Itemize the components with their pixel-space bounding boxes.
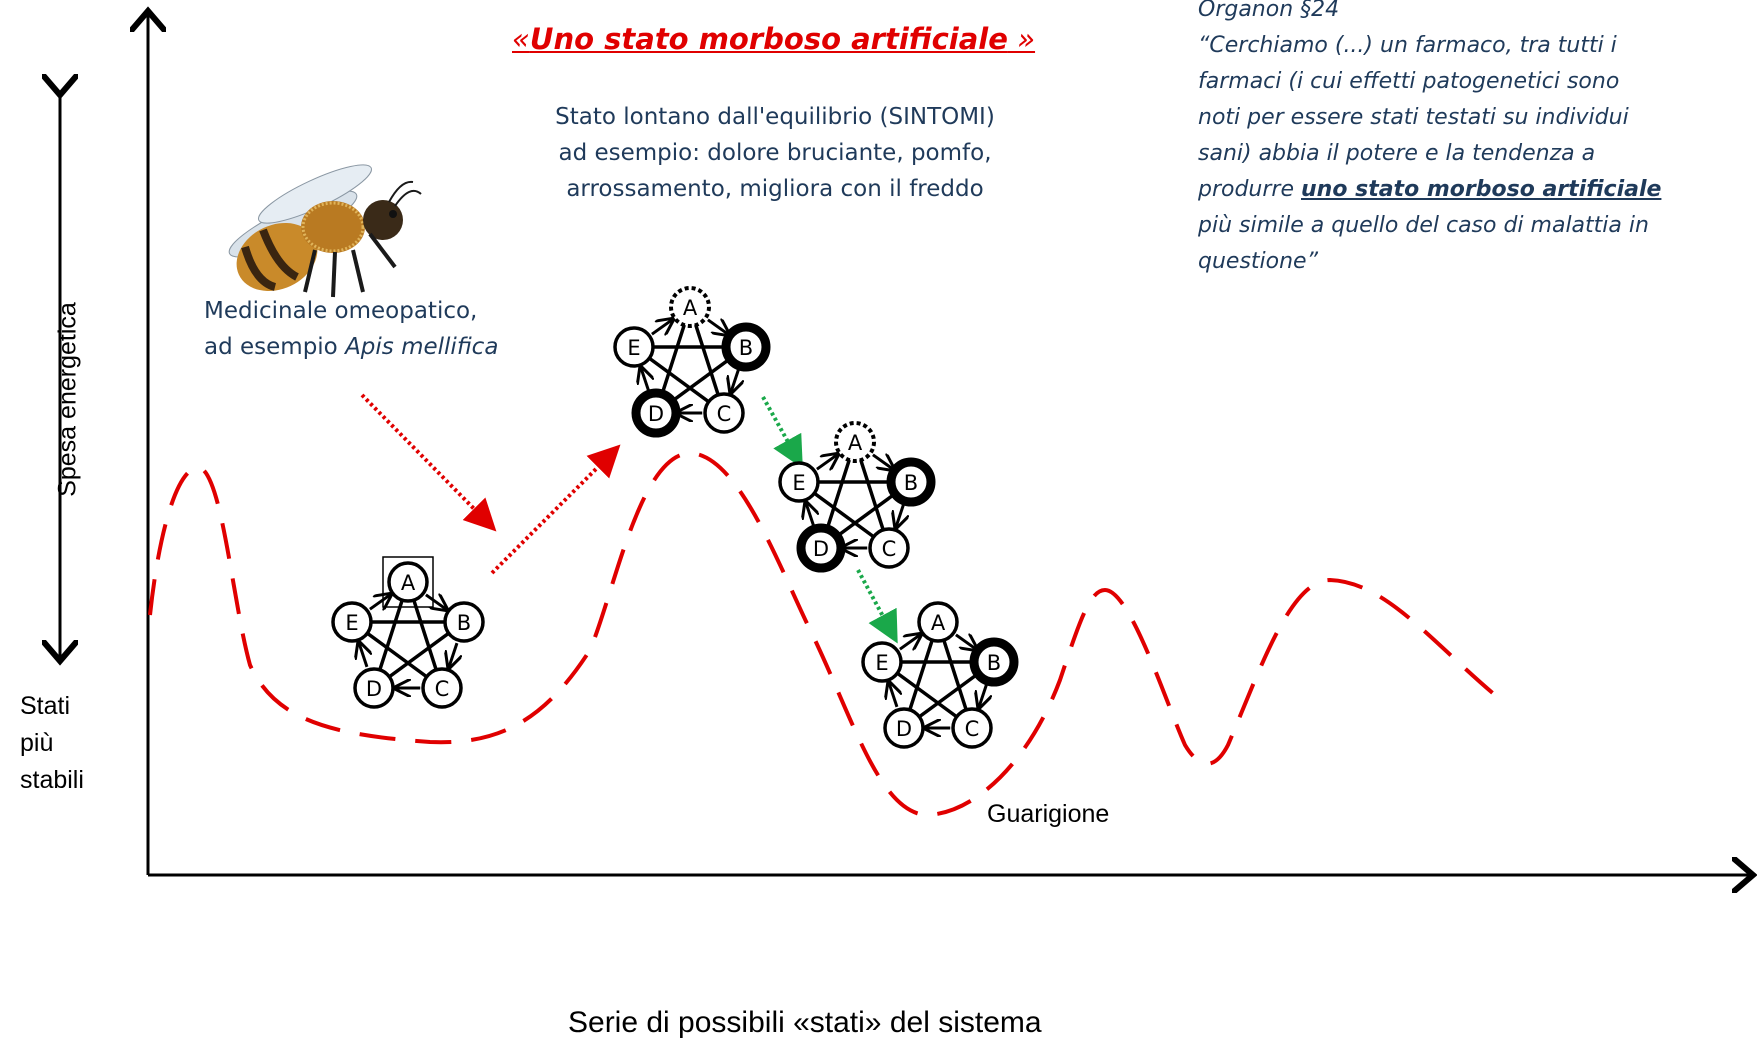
- node-box: [382, 556, 434, 608]
- node-d: [796, 523, 846, 573]
- quote-line: noti per essere stati testati su individ…: [1198, 105, 1629, 130]
- network-arrow: [955, 635, 976, 649]
- network-arrow: [872, 455, 893, 469]
- quote-ref: Organon §24: [1198, 0, 1340, 22]
- network-arrow: [449, 642, 457, 667]
- node-label: C: [965, 717, 980, 741]
- state-line-3: arrossamento, migliora con il freddo: [566, 176, 984, 202]
- network-arrow: [707, 320, 728, 334]
- quote-line: più simile a quello del caso di malattia…: [1198, 213, 1649, 238]
- quote-line: “Cerchiamo (...) un farmaco, tra tutti i: [1198, 33, 1617, 58]
- quote-line: farmaci (i cui effetti patogenetici sono: [1198, 69, 1620, 94]
- node-e: [778, 461, 820, 503]
- node-label: E: [345, 611, 358, 635]
- quote-line: questione”: [1198, 249, 1318, 274]
- network-descent: A B C D E: [778, 421, 936, 573]
- network-arrow: [731, 367, 739, 392]
- node-label: B: [457, 611, 471, 635]
- node-c: [951, 707, 993, 749]
- node-d: [631, 388, 681, 438]
- node-label: A: [401, 571, 416, 595]
- node-e: [861, 641, 903, 683]
- node-label: A: [683, 296, 698, 320]
- healing-arrow-1: [761, 396, 803, 469]
- healing-arrow-2: [856, 569, 898, 644]
- node-a: [387, 561, 429, 603]
- node-label: B: [739, 336, 753, 360]
- node-label: E: [627, 336, 640, 360]
- remedy-arrow-up: [490, 444, 621, 575]
- network-arrow: [359, 643, 367, 668]
- node-label: C: [717, 402, 732, 426]
- network-arrow: [896, 502, 904, 527]
- network-healed: A B C D E: [861, 601, 1019, 749]
- quote-line: sani) abbia il potere e la tendenza a: [1198, 141, 1596, 166]
- node-b: [443, 601, 485, 643]
- node-label: B: [987, 651, 1001, 675]
- node-c: [703, 392, 745, 434]
- node-a: [917, 601, 959, 643]
- network-peak: A B C D E: [613, 286, 771, 438]
- stable-line: più: [20, 729, 54, 757]
- node-e: [613, 326, 655, 368]
- bee-icon: [228, 164, 422, 298]
- network-arrow: [651, 320, 672, 334]
- node-label: C: [435, 677, 450, 701]
- network-arrow: [979, 682, 987, 707]
- node-d: [883, 707, 925, 749]
- node-label: C: [882, 537, 897, 561]
- network-baseline: A B C D E: [331, 556, 485, 709]
- node-label: A: [931, 611, 946, 635]
- network-arrow: [369, 595, 390, 609]
- node-label: D: [648, 402, 664, 426]
- node-label: B: [904, 471, 918, 495]
- node-b: [969, 637, 1019, 687]
- x-axis-label: Serie di possibili «stati» del sistema: [568, 1006, 1042, 1039]
- node-a: [669, 286, 711, 328]
- node-b: [886, 457, 936, 507]
- healing-label: Guarigione: [987, 800, 1110, 828]
- node-label: D: [813, 537, 829, 561]
- node-c: [868, 527, 910, 569]
- node-label: A: [848, 431, 863, 455]
- state-line-1: Stato lontano dall'equilibrio (SINTOMI): [555, 104, 995, 130]
- node-label: D: [366, 677, 382, 701]
- network-arrow: [816, 455, 837, 469]
- diagram-title: «Uno stato morboso artificiale »: [512, 22, 1036, 56]
- y-axis-label: Spesa energetica: [53, 302, 82, 497]
- node-label: D: [896, 717, 912, 741]
- stable-states-label: Stati più stabili: [20, 688, 84, 799]
- network-arrow: [425, 595, 446, 609]
- node-label: E: [792, 471, 805, 495]
- state-description: Stato lontano dall'equilibrio (SINTOMI) …: [505, 99, 1045, 207]
- remedy-line-2: ad esempio Apis mellifica: [204, 334, 499, 360]
- state-line-2: ad esempio: dolore bruciante, pomfo,: [558, 140, 992, 166]
- node-d: [353, 667, 395, 709]
- stable-line: Stati: [20, 692, 71, 720]
- network-arrow: [641, 368, 649, 393]
- network-arrow: [899, 635, 920, 649]
- node-b: [721, 322, 771, 372]
- remedy-label: Medicinale omeopatico, ad esempio Apis m…: [204, 293, 498, 365]
- organon-quote: Organon §24 “Cerchiamo (...) un farmaco,…: [1198, 0, 1757, 280]
- energy-landscape-curve: [148, 450, 1497, 818]
- quote-line: produrre uno stato morboso artificiale: [1198, 177, 1662, 202]
- node-label: E: [875, 651, 888, 675]
- network-arrow: [806, 503, 814, 528]
- stable-line: stabili: [20, 766, 84, 794]
- remedy-line-1: Medicinale omeopatico,: [204, 298, 478, 324]
- node-c: [421, 667, 463, 709]
- node-e: [331, 601, 373, 643]
- node-a: [834, 421, 876, 463]
- remedy-arrow-down: [360, 393, 497, 532]
- network-arrow: [889, 683, 897, 708]
